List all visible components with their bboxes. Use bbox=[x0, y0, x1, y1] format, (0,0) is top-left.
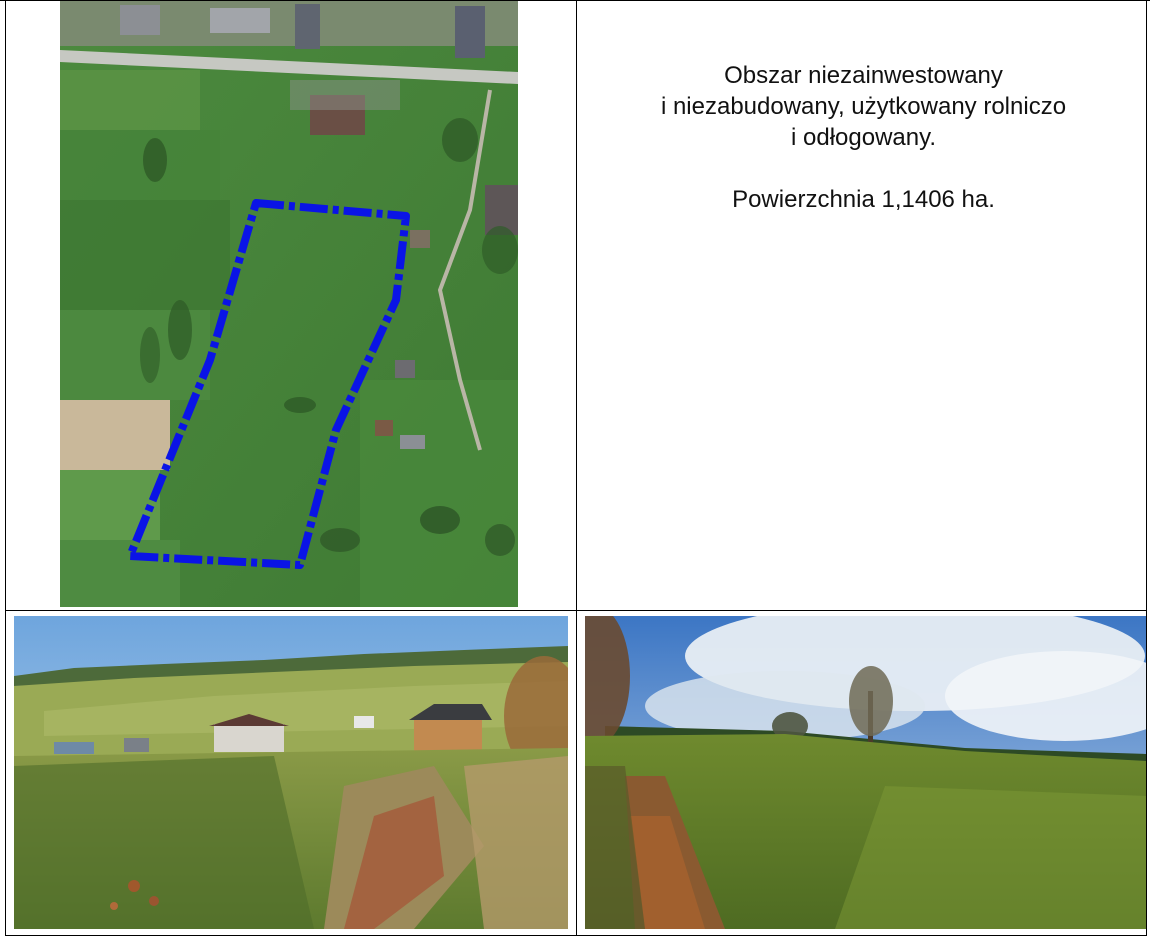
area-text: Powierzchnia 1,1406 ha. bbox=[732, 186, 995, 213]
description-line-3: i odłogowany. bbox=[791, 124, 936, 151]
description-line-2: i niezabudowany, użytkowany rolniczo bbox=[660, 93, 1067, 120]
aerial-map-graphic bbox=[60, 0, 518, 607]
table-border-middle bbox=[576, 0, 577, 936]
table-row-divider bbox=[5, 610, 1147, 611]
description-line-1: Obszar niezainwestowany bbox=[724, 62, 1003, 89]
field-photo-meadow bbox=[585, 616, 1146, 929]
top-edge-rule bbox=[0, 0, 1150, 4]
site-description: Obszar niezainwestowany i niezabudowany,… bbox=[577, 60, 1150, 215]
field-photo-houses-graphic bbox=[14, 616, 568, 929]
field-photo-houses bbox=[14, 616, 568, 929]
table-border-right bbox=[1146, 0, 1147, 936]
table-border-left bbox=[5, 0, 6, 936]
aerial-orthophoto bbox=[60, 0, 518, 607]
field-photo-meadow-graphic bbox=[585, 616, 1146, 929]
top-edge-line bbox=[0, 0, 1150, 1]
